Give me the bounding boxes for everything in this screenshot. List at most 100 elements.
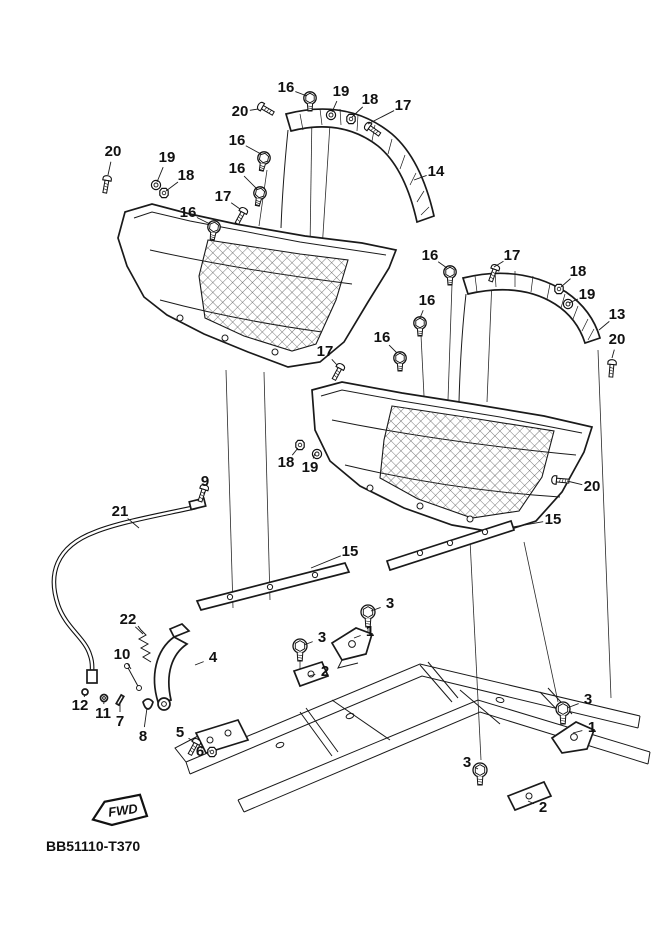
callout-leader-2 [308, 673, 316, 677]
screw-20 [606, 358, 618, 378]
callout-2: 2 [539, 799, 547, 816]
bolt-16 [303, 91, 317, 112]
callout-leader-17 [493, 260, 504, 268]
callout-16: 16 [278, 79, 295, 96]
washer-19 [325, 109, 337, 121]
bolt-16 [393, 351, 407, 372]
callout-20: 20 [584, 478, 601, 495]
callout-3: 3 [386, 595, 394, 612]
cable-adjuster [188, 497, 207, 511]
callout-leader-14 [413, 174, 427, 181]
nut-6 [207, 746, 217, 758]
callout-leader-16 [196, 217, 211, 225]
washer-19 [562, 298, 574, 310]
right-footboard-tread [379, 405, 555, 519]
callout-leader-1 [572, 730, 583, 734]
brake-pedal-arm [153, 635, 189, 703]
callout-leader-8 [143, 707, 148, 728]
callout-leader-19 [568, 298, 579, 304]
cable-end-fitting [86, 669, 98, 684]
callout-19: 19 [302, 459, 319, 476]
callout-15: 15 [545, 511, 562, 528]
callout-10: 10 [114, 646, 131, 663]
callout-leader-16 [295, 91, 308, 97]
callout-leader-3 [370, 607, 381, 612]
callout-leader-20 [611, 349, 615, 359]
pedal-pivot [157, 697, 171, 711]
screw-20 [255, 100, 276, 118]
callout-6: 6 [196, 743, 204, 760]
callout-12: 12 [72, 697, 89, 714]
callout-leader-1 [353, 635, 361, 639]
callout-leader-21 [127, 518, 140, 529]
callout-leader-18 [560, 278, 571, 288]
callout-leader-3 [475, 767, 479, 770]
callout-16: 16 [422, 247, 439, 264]
bolt-3 [472, 762, 488, 786]
callout-19: 19 [579, 286, 596, 303]
brake-pedal-assembly [51, 497, 207, 711]
callout-3: 3 [318, 629, 326, 646]
callout-leader-20 [107, 161, 112, 176]
callout-leader-16 [437, 261, 448, 269]
diagram-code: BB51110-T370 [46, 838, 140, 854]
clevis-pin [115, 693, 125, 707]
callout-20: 20 [105, 143, 122, 160]
callout-leader-5 [188, 737, 194, 742]
fwd-label: FWD [107, 801, 139, 820]
callout-17: 17 [317, 343, 334, 360]
mounting-brackets [292, 627, 596, 812]
callout-20: 20 [609, 331, 626, 348]
callout-leader-17 [230, 202, 241, 210]
callout-18: 18 [178, 167, 195, 184]
callout-leader-19 [331, 100, 338, 113]
fwd-arrow-icon [91, 793, 149, 827]
callout-11: 11 [95, 705, 111, 722]
callout-1: 1 [366, 623, 374, 640]
callout-18: 18 [362, 91, 379, 108]
callout-leader-16 [419, 310, 424, 319]
screw-20 [100, 174, 113, 195]
callout-4: 4 [209, 649, 218, 666]
screw-17 [329, 361, 347, 383]
callout-17: 17 [215, 188, 232, 205]
callout-leader-18 [351, 106, 364, 118]
callout-leader-18 [165, 181, 179, 192]
screw-17 [232, 205, 250, 227]
bolt-3 [555, 701, 571, 725]
pedal-pad [168, 622, 191, 639]
rear-fender-left [284, 108, 435, 224]
fender-right-hatching [474, 270, 595, 341]
callout-leader-19 [312, 452, 316, 459]
left-footrest-assembly [117, 108, 435, 368]
callout-7: 7 [116, 713, 124, 730]
callout-leader-16 [388, 344, 398, 354]
callout-20: 20 [232, 103, 249, 120]
callout-22: 22 [120, 611, 137, 628]
callout-3: 3 [463, 754, 471, 771]
bolt-16 [250, 184, 269, 208]
callout-leader-4 [194, 661, 204, 666]
assembly-axis-lines [225, 111, 612, 761]
support-strips [195, 519, 516, 612]
cotter-pin [81, 688, 89, 696]
callout-18: 18 [570, 263, 587, 280]
bolt-16 [443, 265, 457, 286]
callout-leader-12 [83, 694, 86, 698]
callout-leader-16 [243, 175, 258, 190]
callout-19: 19 [333, 83, 350, 100]
callout-8: 8 [139, 728, 147, 745]
callout-leader-3 [566, 703, 579, 709]
callout-leader-15 [512, 521, 544, 528]
callout-17: 17 [395, 97, 412, 114]
bolt-16 [254, 149, 273, 173]
nut-18 [295, 439, 305, 451]
callout-16: 16 [229, 132, 246, 149]
callout-leader-13 [598, 321, 610, 331]
callout-19: 19 [159, 149, 176, 166]
callout-leader-16 [245, 145, 262, 155]
frame-front-bracket [194, 718, 250, 755]
fwd-badge: FWD [91, 793, 149, 827]
